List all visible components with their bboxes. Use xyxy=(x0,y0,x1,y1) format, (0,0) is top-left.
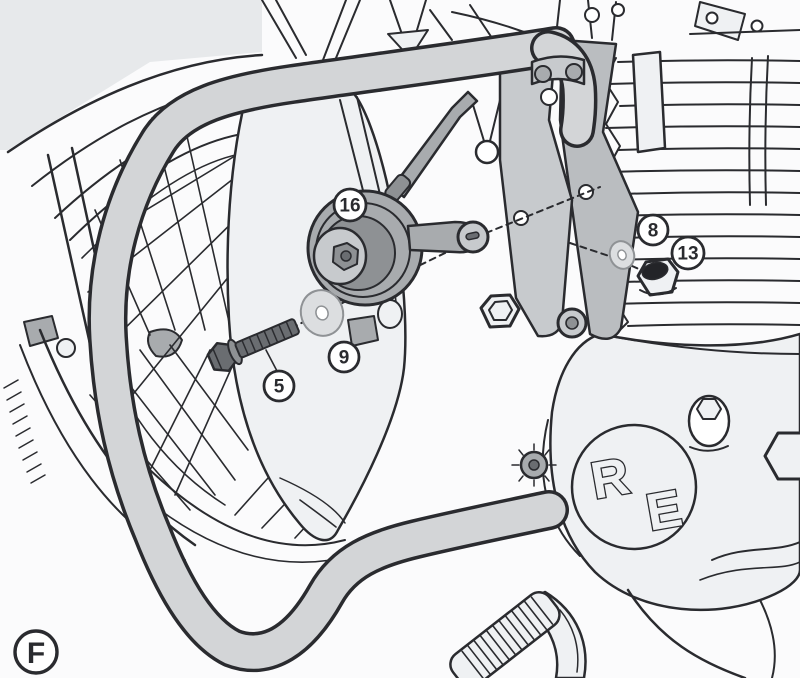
bracket-axis-dashed-line xyxy=(485,186,601,234)
bracket-hole xyxy=(540,88,558,106)
bracket-plate-front xyxy=(498,38,574,338)
callout-16: 16 xyxy=(332,187,368,223)
clamp-bolt xyxy=(565,63,583,81)
footpeg xyxy=(449,591,561,678)
figure-label-text: F xyxy=(27,637,45,670)
callout-13: 13 xyxy=(670,235,706,271)
pushrod-tube xyxy=(631,50,667,154)
re-logo: R E xyxy=(570,423,698,551)
nut-13 xyxy=(636,257,680,297)
gusset-cap xyxy=(611,3,625,17)
large-hex xyxy=(763,431,800,481)
fin-tie-bar xyxy=(764,55,769,206)
callout-5-leader xyxy=(265,349,278,372)
case-lower-edge xyxy=(626,588,747,678)
case-swoosh xyxy=(699,561,800,581)
head-bolt xyxy=(705,11,719,25)
callout-5: 5 xyxy=(262,369,296,403)
callout-9-label: 9 xyxy=(339,348,350,369)
figure-label: F xyxy=(13,629,59,675)
case-lower-edge xyxy=(759,599,776,678)
rim-bottom-arc xyxy=(149,469,346,547)
head-bolt xyxy=(750,19,764,33)
horn-lower-tab xyxy=(347,315,379,347)
horn-assembly xyxy=(306,90,490,347)
washer-8 xyxy=(608,240,636,270)
adjuster xyxy=(511,443,557,487)
gusset-cap xyxy=(584,7,600,23)
fasteners xyxy=(206,240,680,373)
fork-crown-lines xyxy=(261,0,541,61)
boss-arc xyxy=(689,445,729,452)
callout-13-label: 13 xyxy=(677,244,698,265)
lever-detail-line xyxy=(559,609,579,673)
case-split-line xyxy=(599,333,800,355)
head-line xyxy=(689,29,800,35)
eyelet-slot xyxy=(465,231,480,241)
bracket-bushing-center xyxy=(565,316,579,330)
rocker-box xyxy=(694,1,746,41)
fender-rib xyxy=(279,477,346,524)
horn-stay xyxy=(390,90,479,199)
tube-elbow-fill xyxy=(533,33,594,145)
case-hex-bolt xyxy=(696,398,722,420)
fender-rib xyxy=(299,499,337,528)
tire-outer-arc xyxy=(6,53,264,154)
callout-16-label: 16 xyxy=(339,196,360,217)
front-wheel xyxy=(0,0,356,563)
axle-end xyxy=(377,299,403,329)
bolt-5 xyxy=(206,318,300,373)
stay-eyelet xyxy=(474,139,500,165)
callouts: 16 8 13 9 5 xyxy=(262,187,706,403)
tube-fill xyxy=(90,29,573,669)
re-logo-circle xyxy=(570,423,698,551)
bracket-hole xyxy=(578,184,594,200)
callout-8-label: 8 xyxy=(648,221,659,242)
callout-5-label: 5 xyxy=(274,377,285,398)
callout-8: 8 xyxy=(636,213,670,247)
tire-tread-hatch xyxy=(3,379,46,484)
fin-tie-bar xyxy=(748,57,753,206)
clamp-bolt xyxy=(534,65,552,83)
nut-face xyxy=(641,261,669,281)
case-swoosh xyxy=(711,541,800,561)
engine-guard-tube xyxy=(87,26,598,673)
axle-cap xyxy=(56,338,76,358)
headlight-bracket xyxy=(387,29,429,59)
engine: R E xyxy=(511,1,800,678)
bracket-hex-bolt xyxy=(479,293,521,329)
frame-gusset xyxy=(555,0,625,41)
horn-center-bolt xyxy=(340,250,352,262)
footpeg-assembly xyxy=(449,590,587,678)
callout-9: 9 xyxy=(327,340,361,374)
bodywork-wedge xyxy=(0,0,262,150)
bracket-hex-bolt-inner xyxy=(488,300,513,321)
washer-9 xyxy=(299,289,345,337)
